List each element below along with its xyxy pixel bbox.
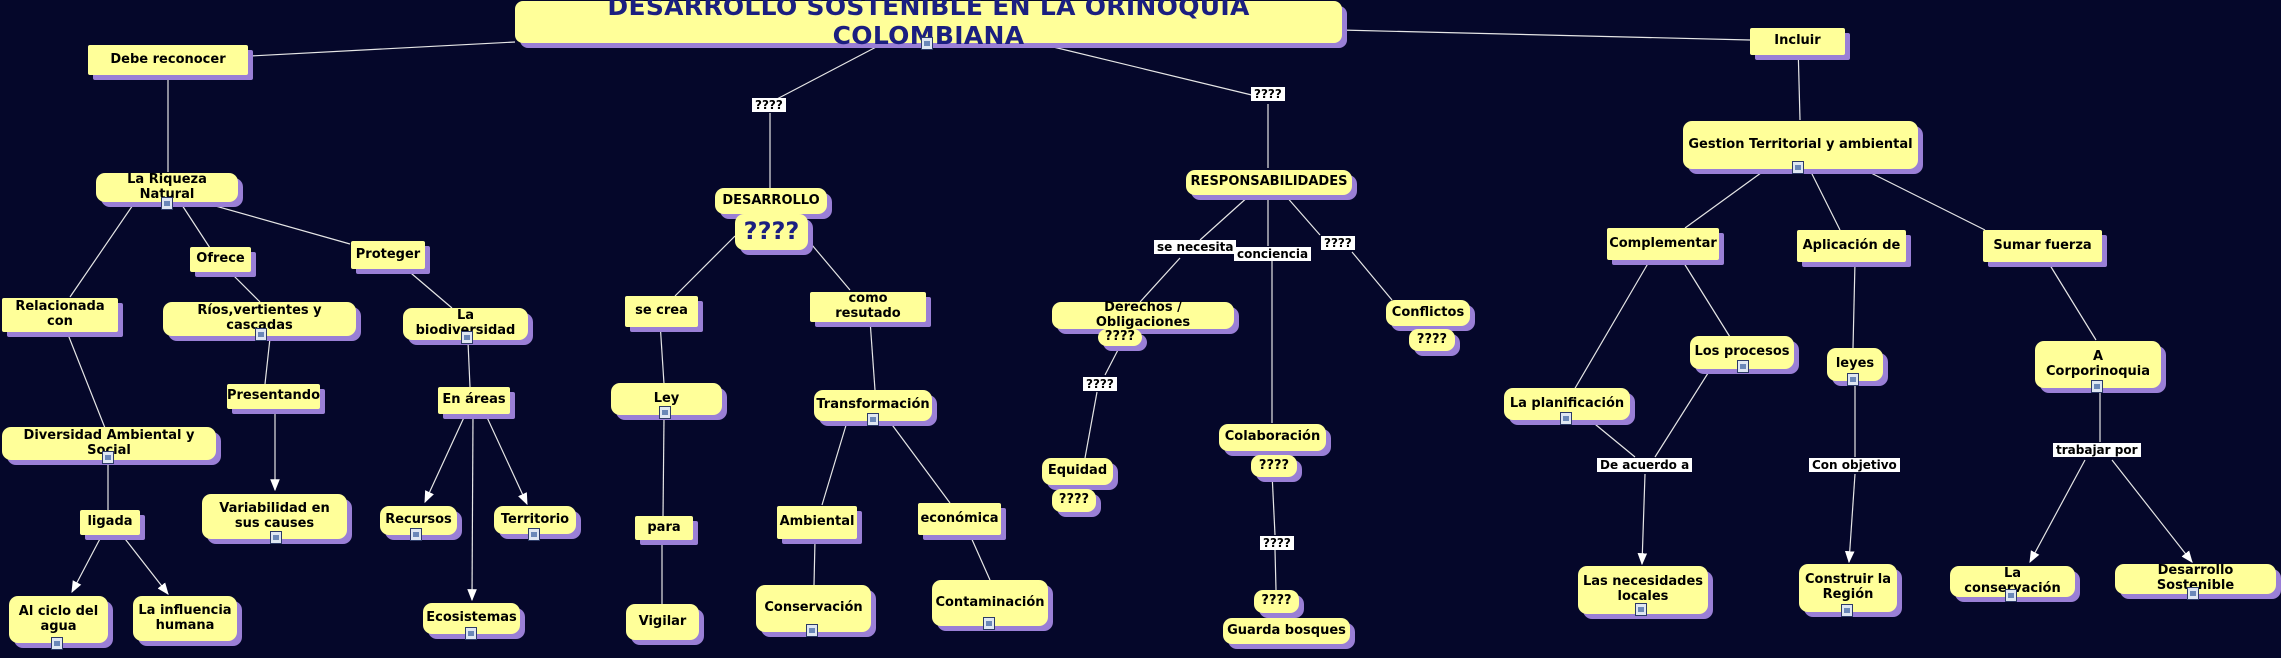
resource-icon[interactable] <box>528 528 540 541</box>
node-riqueza-natural[interactable]: La Riqueza Natural <box>96 172 238 202</box>
link-con-objetivo: Con objetivo <box>1809 458 1900 472</box>
resource-icon[interactable] <box>51 637 63 650</box>
node-ambiental[interactable]: Ambiental <box>777 506 857 539</box>
node-proteger[interactable]: Proteger <box>351 241 425 269</box>
node-aplicacion[interactable]: Aplicación de <box>1797 230 1906 262</box>
link-se-necesita: se necesita <box>1154 240 1237 254</box>
resource-icon[interactable] <box>161 197 173 210</box>
link-trabajar-por: trabajar por <box>2053 443 2141 457</box>
node-vigilar[interactable]: Vigilar <box>626 604 699 640</box>
resource-icon[interactable] <box>2187 587 2199 600</box>
resource-icon[interactable] <box>270 531 282 544</box>
node-sumar-fuerza[interactable]: Sumar fuerza <box>1983 230 2102 262</box>
link-conciencia: conciencia <box>1234 247 1312 261</box>
node-responsabilidades[interactable]: RESPONSABILIDADES <box>1186 170 1352 195</box>
node-relacionada-con[interactable]: Relacionada con <box>2 298 118 332</box>
resource-icon[interactable] <box>102 451 114 464</box>
node-ofrece[interactable]: Ofrece <box>190 247 251 272</box>
node-como-resultado[interactable]: como resutado <box>810 291 926 322</box>
node-equidad[interactable]: Equidad <box>1042 458 1113 485</box>
resource-icon[interactable] <box>410 528 422 541</box>
node-presentando[interactable]: Presentando <box>227 384 320 409</box>
resource-icon[interactable] <box>1847 373 1859 386</box>
node-guarda-q[interactable]: ???? <box>1254 590 1299 613</box>
node-desarrollo-q[interactable]: ???? <box>735 214 808 250</box>
node-influencia-humana[interactable]: La influencia humana <box>133 596 237 641</box>
node-ciclo-agua[interactable]: Al ciclo del agua <box>9 596 108 643</box>
node-equidad-q[interactable]: ???? <box>1052 489 1096 512</box>
resource-icon[interactable] <box>2091 380 2103 393</box>
node-transformacion[interactable]: Transformación <box>814 390 932 421</box>
resource-icon[interactable] <box>867 413 879 426</box>
node-economica[interactable]: económica <box>918 503 1001 535</box>
link-q-conflictos: ???? <box>1321 236 1355 250</box>
resource-icon[interactable] <box>1737 360 1749 373</box>
node-colaboracion-q[interactable]: ???? <box>1251 455 1297 477</box>
node-para[interactable]: para <box>635 516 693 540</box>
resource-icon[interactable] <box>1792 161 1804 174</box>
node-complementar[interactable]: Complementar <box>1607 228 1719 260</box>
resource-icon[interactable] <box>465 627 477 640</box>
link-ligada: ligada <box>80 510 140 535</box>
link-de-acuerdo-a: De acuerdo a <box>1597 458 1693 472</box>
map-title: DESARROLLO SOSTENIBLE EN LA ORINOQUIA CO… <box>515 0 1342 50</box>
resource-icon[interactable] <box>2005 589 2017 602</box>
node-conflictos[interactable]: Conflictos <box>1386 300 1470 326</box>
link-q-responsabilidades: ???? <box>1251 87 1285 101</box>
node-colaboracion[interactable]: Colaboración <box>1219 424 1326 451</box>
node-conflictos-q[interactable]: ???? <box>1409 329 1455 351</box>
node-guarda-bosques[interactable]: Guarda bosques <box>1223 618 1350 644</box>
resource-icon[interactable] <box>1560 412 1572 425</box>
node-rios[interactable]: Ríos,vertientes y cascadas <box>163 302 356 336</box>
link-q-guarda: ???? <box>1260 536 1294 550</box>
resource-icon[interactable] <box>983 617 995 630</box>
node-desarrollo[interactable]: DESARROLLO <box>715 188 827 214</box>
resource-icon[interactable] <box>255 328 267 341</box>
node-incluir[interactable]: Incluir <box>1750 28 1845 55</box>
node-debe-reconocer[interactable]: Debe reconocer <box>88 45 248 75</box>
node-derechos[interactable]: Derechos / Obligaciones <box>1052 300 1234 329</box>
resource-icon[interactable] <box>921 37 933 50</box>
node-contaminacion[interactable]: Contaminación <box>932 580 1048 626</box>
resource-icon[interactable] <box>1841 604 1853 617</box>
node-desarrollo-sostenible[interactable]: Desarrollo Sostenible <box>2115 563 2276 594</box>
link-q-desarrollo: ???? <box>752 98 786 112</box>
resource-icon[interactable] <box>806 624 818 637</box>
node-derechos-q[interactable]: ???? <box>1098 329 1142 346</box>
resource-icon[interactable] <box>659 406 671 419</box>
node-en-areas[interactable]: En áreas <box>438 387 510 414</box>
node-se-crea[interactable]: se crea <box>625 296 698 327</box>
link-q-equidad: ???? <box>1083 377 1117 391</box>
resource-icon[interactable] <box>1635 603 1647 616</box>
resource-icon[interactable] <box>461 331 473 344</box>
